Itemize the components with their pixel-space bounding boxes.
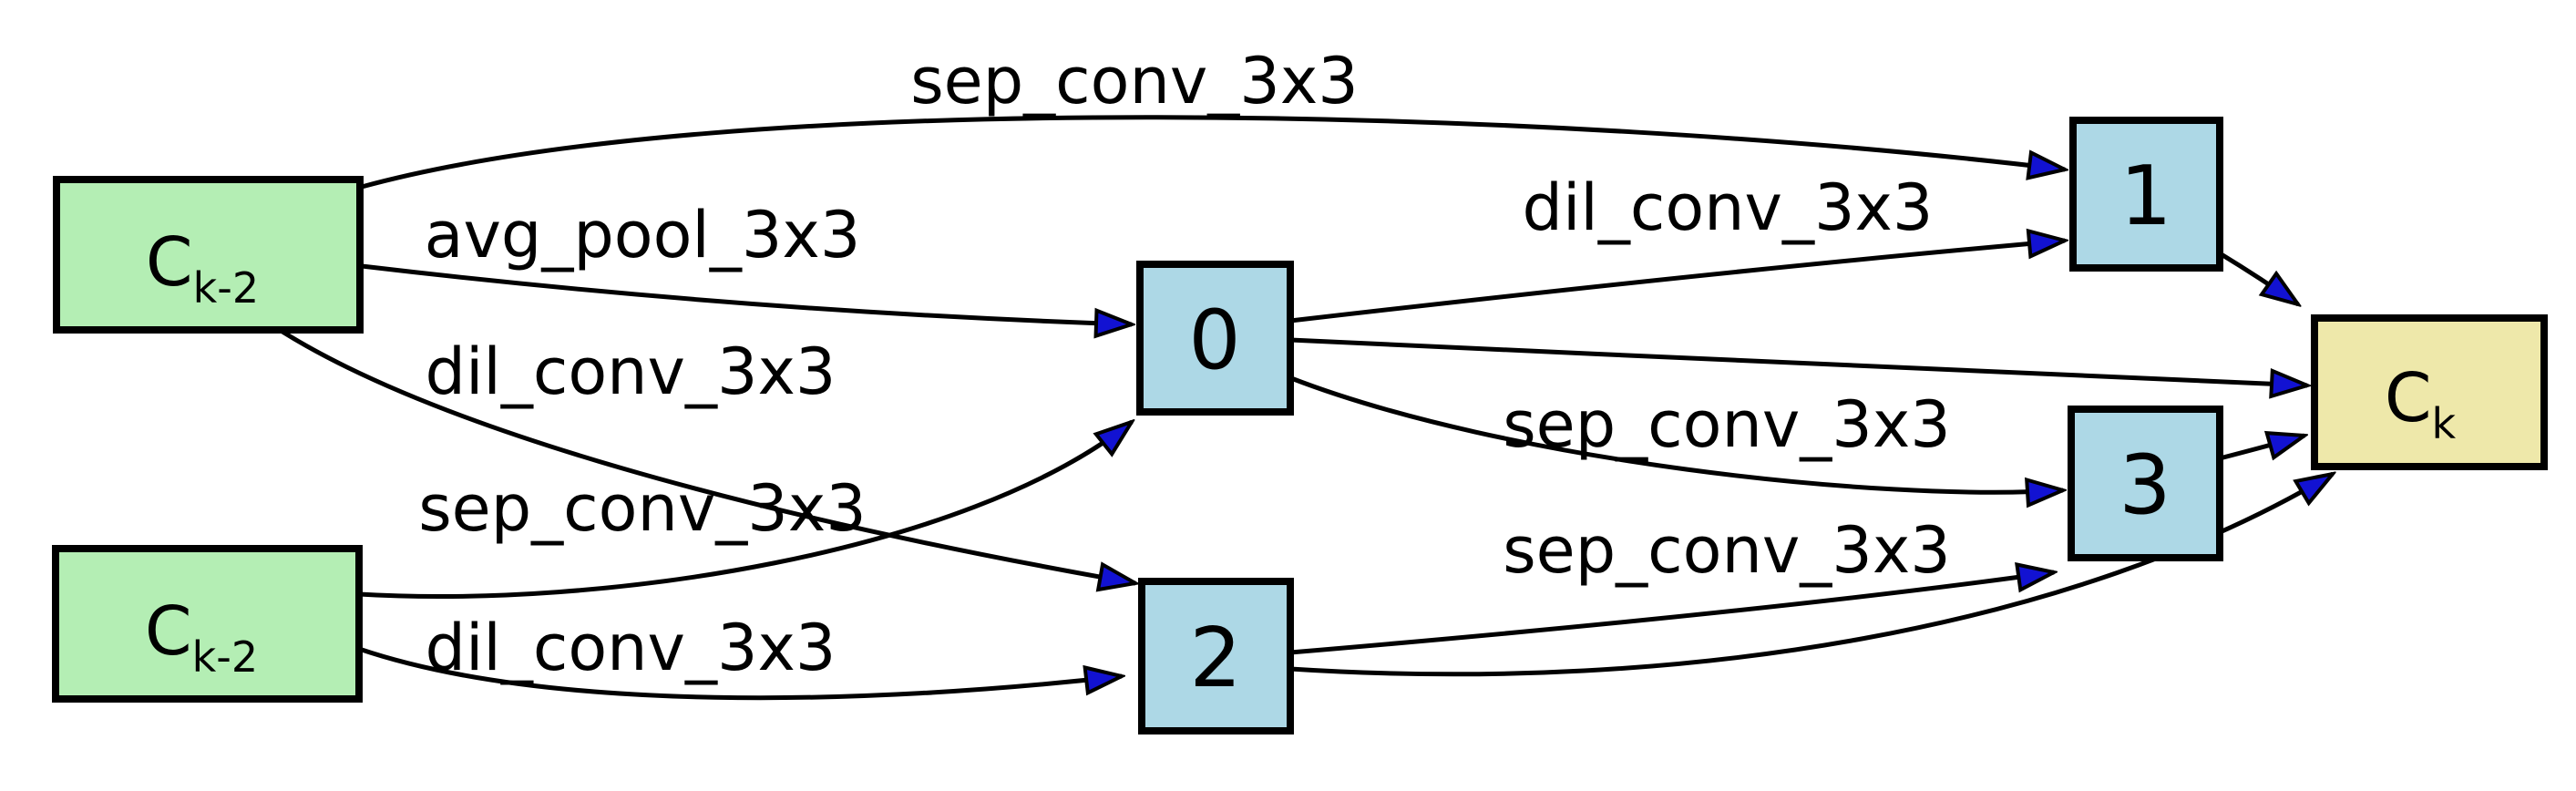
node-2-label: 2 — [1189, 611, 1241, 706]
edge-inputtop-to-node2 — [281, 329, 1135, 583]
node-input-top — [53, 176, 364, 334]
edge-node3-to-output — [2219, 436, 2304, 461]
node-0-label: 0 — [1188, 293, 1240, 388]
edge-node2-to-node3 — [1289, 572, 2054, 655]
edge-inputtop-to-node0 — [361, 263, 1132, 324]
edge-label-sep-conv-top: sep_conv_3x3 — [910, 44, 1359, 118]
node-3 — [2068, 406, 2223, 561]
node-output-label: Ck — [2385, 359, 2457, 448]
edge-label-dil-conv-upper-left: dil_conv_3x3 — [426, 334, 836, 409]
edge-inputbottom-to-node0 — [358, 422, 1132, 600]
nodes-layer: Ck-2 Ck-2 0 2 1 3 Ck — [52, 117, 2548, 734]
node-input-top-label: Ck-2 — [146, 223, 259, 313]
edge-node0-to-output — [1289, 337, 2307, 385]
edge-inputtop-to-node1 — [361, 115, 2065, 190]
node-2 — [1138, 578, 1294, 734]
node-input-bottom — [52, 545, 363, 703]
node-3-label: 3 — [2119, 437, 2171, 533]
node-1 — [2069, 117, 2223, 272]
edges-layer — [281, 115, 2333, 701]
edge-label-sep-conv-mid-left: sep_conv_3x3 — [418, 471, 867, 546]
edge-label-dil-conv-lower-left: dil_conv_3x3 — [426, 611, 836, 685]
node-input-bottom-label: Ck-2 — [145, 592, 258, 682]
edge-node0-to-node1 — [1289, 241, 2065, 324]
edge-node0-to-node3 — [1290, 375, 2063, 492]
edge-inputbottom-to-node2 — [358, 646, 1122, 701]
edge-labels-layer: sep_conv_3x3 avg_pool_3x3 dil_conv_3x3 s… — [418, 44, 1951, 685]
node-output — [2311, 314, 2548, 470]
edge-label-dil-conv-right: dil_conv_3x3 — [1523, 170, 1934, 245]
edge-label-sep-conv-right-lower: sep_conv_3x3 — [1503, 513, 1951, 588]
edge-node1-to-output — [2218, 251, 2298, 304]
node-0 — [1136, 261, 1294, 416]
node-1-label: 1 — [2119, 149, 2171, 244]
edge-label-sep-conv-right-upper: sep_conv_3x3 — [1503, 387, 1951, 462]
edge-label-avg-pool: avg_pool_3x3 — [425, 198, 861, 272]
